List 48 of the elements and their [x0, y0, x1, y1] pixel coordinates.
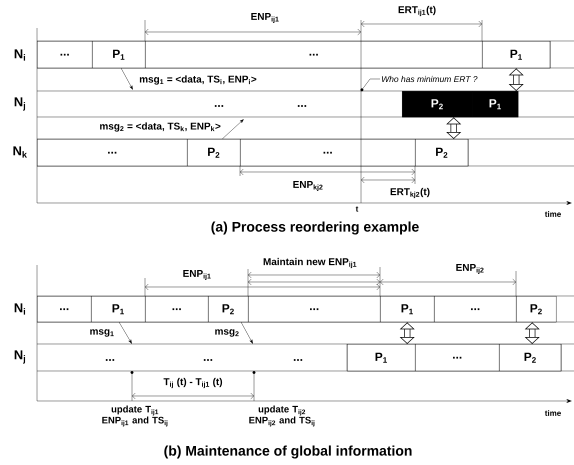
event-note: update T$_{ij2}$ ENP$_{ij2}$ and TS$_{ij}$: [249, 406, 314, 426]
dimension-label: Maintain new ENP$_{ij1}$: [264, 258, 356, 268]
event-note: update T$_{ij1}$ ENP$_{ij1}$ and TS$_{ij}$: [102, 406, 168, 426]
idle-marker: ...: [294, 359, 302, 361]
leader-line: [360, 78, 380, 92]
process-box: P$_{1}$: [472, 91, 518, 118]
idle-box: ...: [434, 296, 516, 322]
message-arrow: [241, 322, 253, 344]
message-arrow: [119, 322, 132, 344]
idle-box: ...: [415, 344, 500, 372]
process-box: P$_{2}$: [415, 139, 468, 166]
idle-box: ...: [37, 139, 188, 166]
process-box: P$_{2}$: [499, 344, 562, 372]
process-box: P$_{2}$: [208, 296, 248, 322]
message-arrow: [222, 119, 244, 140]
message-label: msg$_{1}$ = <data, TS$_{i}$, ENP$_{i}$>: [140, 75, 256, 85]
process-box: P$_{1}$: [92, 41, 146, 68]
lane-label: N$_{j}$: [14, 97, 26, 111]
process-box: P$_{1}$: [482, 41, 550, 68]
idle-box: ...: [240, 139, 416, 166]
subfigure-caption: (b) Maintenance of global information: [164, 445, 412, 459]
idle-marker: ...: [106, 359, 114, 361]
idle-marker: ...: [214, 105, 224, 107]
message-label: msg$_{2}$: [215, 329, 239, 337]
idle-marker: ...: [298, 105, 306, 107]
idle-box: ...: [37, 41, 92, 68]
idle-box: ...: [145, 41, 482, 68]
idle-box: ...: [145, 296, 208, 322]
subfigure-caption: (a) Process reordering example: [211, 221, 419, 235]
message-label: msg$_{1}$: [90, 329, 114, 337]
message-label: msg$_{2}$ = <data, TS$_{k}$, ENP$_{k}$>: [100, 122, 220, 132]
process-box: P$_{2}$: [187, 139, 240, 166]
idle-box: ...: [37, 296, 92, 322]
annotation-text: Who has minimum ERT ?: [382, 76, 478, 82]
dimension-label: ERT$_{ij1}$(t): [398, 6, 436, 16]
process-box: P$_{1}$: [380, 296, 434, 322]
dimension-label: ENP$_{ij2}$: [456, 264, 484, 274]
process-box: P$_{1}$: [347, 344, 416, 372]
idle-marker: ...: [204, 359, 212, 361]
process-box: P$_{2}$: [402, 91, 472, 118]
dimension-label: ENP$_{ij1}$: [183, 270, 211, 280]
lane-label: N$_{j}$: [14, 350, 26, 364]
process-box: P$_{2}$: [516, 296, 556, 322]
dimension-label: ERT$_{kj2}$(t): [390, 188, 430, 198]
idle-box: ...: [248, 296, 380, 322]
dimension-label: T$_{ij}$ (t) - T$_{ij1}$ (t): [164, 378, 222, 388]
process-box: P$_{1}$: [91, 296, 146, 322]
message-arrow: [121, 68, 133, 90]
